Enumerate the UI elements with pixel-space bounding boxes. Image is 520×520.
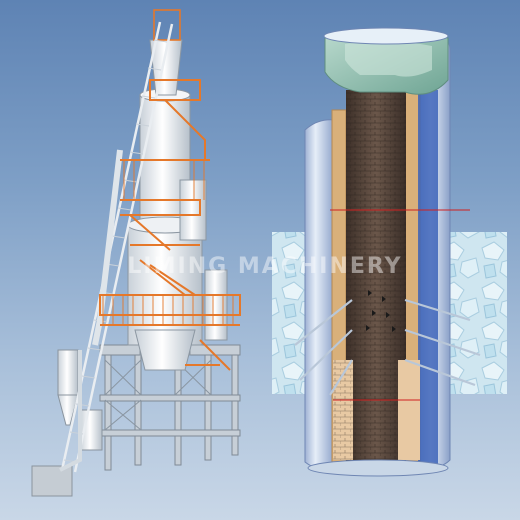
kiln-structure-icon	[31, 9, 241, 497]
kiln-section-icon	[272, 27, 507, 477]
